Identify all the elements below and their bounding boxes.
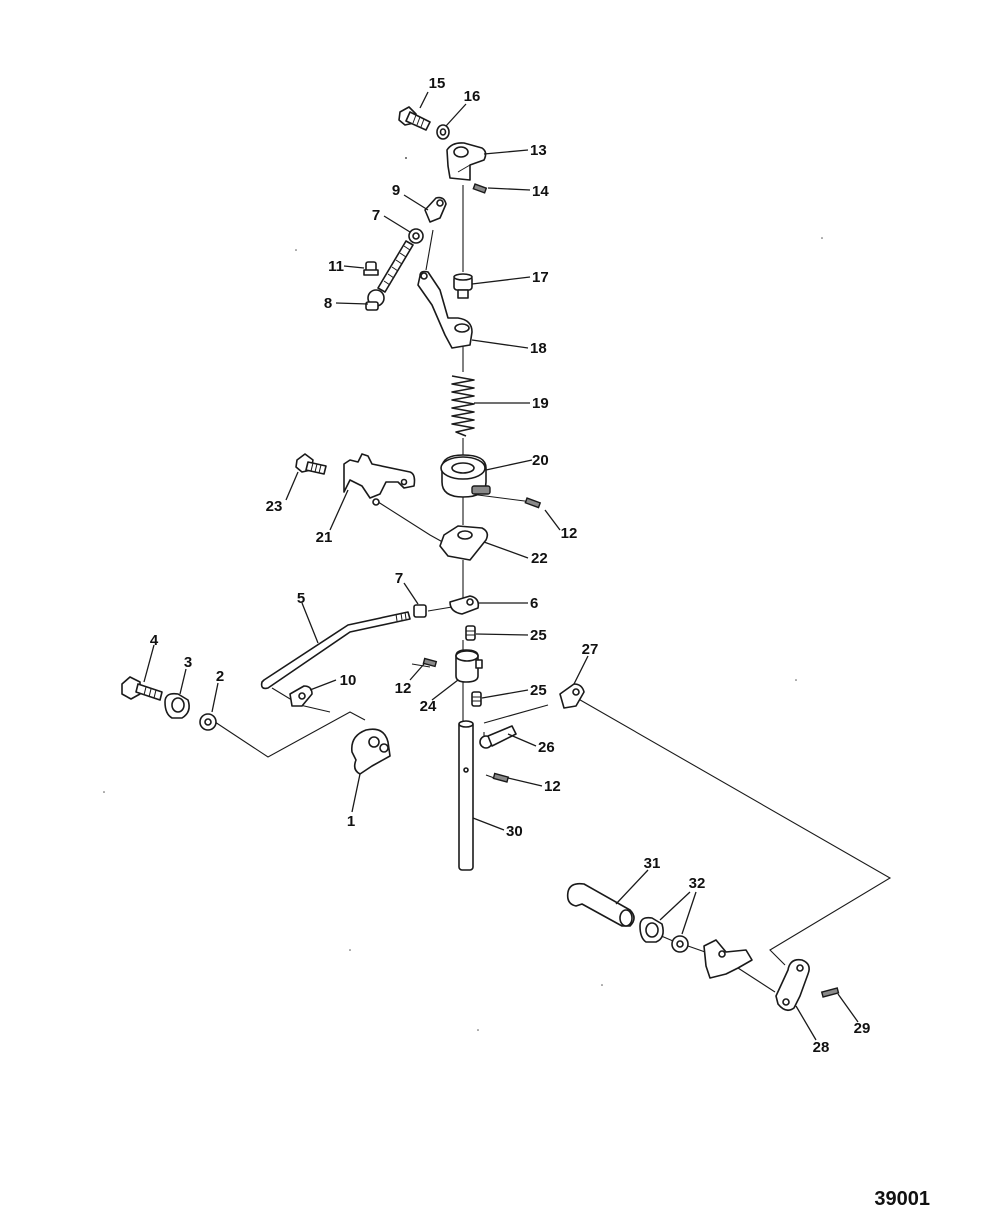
- part-12-pin-lower: [492, 772, 510, 783]
- callout-20: 20: [532, 452, 549, 469]
- part-32-washer: [671, 935, 689, 953]
- callout-28: 28: [813, 1039, 830, 1056]
- part-17-bushing: [453, 273, 473, 299]
- part-1-lever: [350, 728, 391, 775]
- callout-25-lower: 25: [530, 682, 547, 699]
- part-10-clip: [289, 685, 313, 707]
- part-14-pin: [472, 183, 488, 194]
- part-23-bolt: [295, 453, 327, 475]
- callout-8: 8: [324, 295, 332, 312]
- callout-32: 32: [689, 875, 706, 892]
- callout-19: 19: [532, 395, 549, 412]
- callout-7-upper: 7: [372, 207, 380, 224]
- callout-31: 31: [644, 855, 661, 872]
- scan-specks: [103, 157, 823, 1031]
- callout-29: 29: [854, 1020, 871, 1037]
- part-7-nut-lower: [413, 604, 427, 618]
- callout-16: 16: [464, 88, 481, 105]
- callout-13: 13: [530, 142, 547, 159]
- callout-4: 4: [150, 632, 159, 649]
- callout-24: 24: [420, 698, 437, 715]
- part-4-bolt: [121, 676, 163, 701]
- callout-11: 11: [328, 258, 344, 275]
- part-24-collar: [455, 649, 483, 683]
- part-28-lever: [775, 958, 810, 1012]
- callout-27: 27: [582, 641, 599, 658]
- part-11-fitting: [363, 261, 379, 276]
- part-25-fitting-upper: [465, 625, 476, 641]
- assembly-lines: [214, 185, 892, 993]
- part-16-washer: [436, 124, 450, 140]
- part-threaded-rod: [377, 240, 414, 293]
- part-7-nut-upper: [408, 228, 424, 244]
- callout-12-middle: 12: [395, 680, 412, 697]
- part-8-ball-joint: [365, 289, 385, 311]
- callout-2: 2: [216, 668, 224, 685]
- callout-10: 10: [340, 672, 357, 689]
- part-6-swivel: [449, 595, 480, 615]
- callout-21: 21: [316, 529, 333, 546]
- callout-26: 26: [538, 739, 555, 756]
- callout-22: 22: [531, 550, 548, 567]
- callout-18: 18: [530, 340, 547, 357]
- figure-number: 39001: [874, 1188, 930, 1210]
- callout-6: 6: [530, 595, 538, 612]
- part-12-pin-upper: [524, 497, 542, 509]
- callout-15: 15: [429, 75, 446, 92]
- part-31-shaft: [566, 882, 635, 927]
- callout-1: 1: [347, 813, 355, 830]
- part-20-spool: [440, 454, 491, 498]
- part-19-spring: [451, 375, 475, 437]
- part-27-link-end: [559, 683, 585, 709]
- part-26-ball-end: [479, 725, 517, 749]
- callout-30: 30: [506, 823, 523, 840]
- part-3-bushing: [164, 692, 190, 719]
- part-15-bolt: [398, 106, 431, 131]
- part-5-shift-rod: [260, 611, 411, 690]
- part-9-link-end: [424, 196, 447, 223]
- callout-7-lower: 7: [395, 570, 403, 587]
- part-2-washer: [199, 713, 217, 731]
- callout-23: 23: [266, 498, 283, 515]
- part-18-lever-arm: [417, 270, 473, 349]
- part-30-shaft: [458, 720, 474, 871]
- leader-lines: [143, 91, 859, 1041]
- callout-9: 9: [392, 182, 400, 199]
- part-25-fitting-lower: [471, 691, 482, 707]
- part-bracket-lower: [703, 939, 753, 979]
- part-22-block: [439, 525, 489, 561]
- callout-17: 17: [532, 269, 549, 286]
- part-32-bushing: [639, 916, 664, 943]
- callout-3: 3: [184, 654, 192, 671]
- callout-12-lower: 12: [544, 778, 561, 795]
- callouts: 15 16 13 14 9 7 11 8 17 18 19 20 12 23 2…: [150, 75, 871, 1056]
- part-12-pin-middle: [422, 657, 438, 668]
- callout-14: 14: [532, 183, 549, 200]
- callout-12-upper: 12: [561, 525, 578, 542]
- part-13-clamp: [446, 142, 487, 181]
- part-21-bracket: [343, 453, 416, 506]
- callout-25-upper: 25: [530, 627, 547, 644]
- part-29-pin: [820, 987, 840, 998]
- callout-5: 5: [297, 590, 305, 607]
